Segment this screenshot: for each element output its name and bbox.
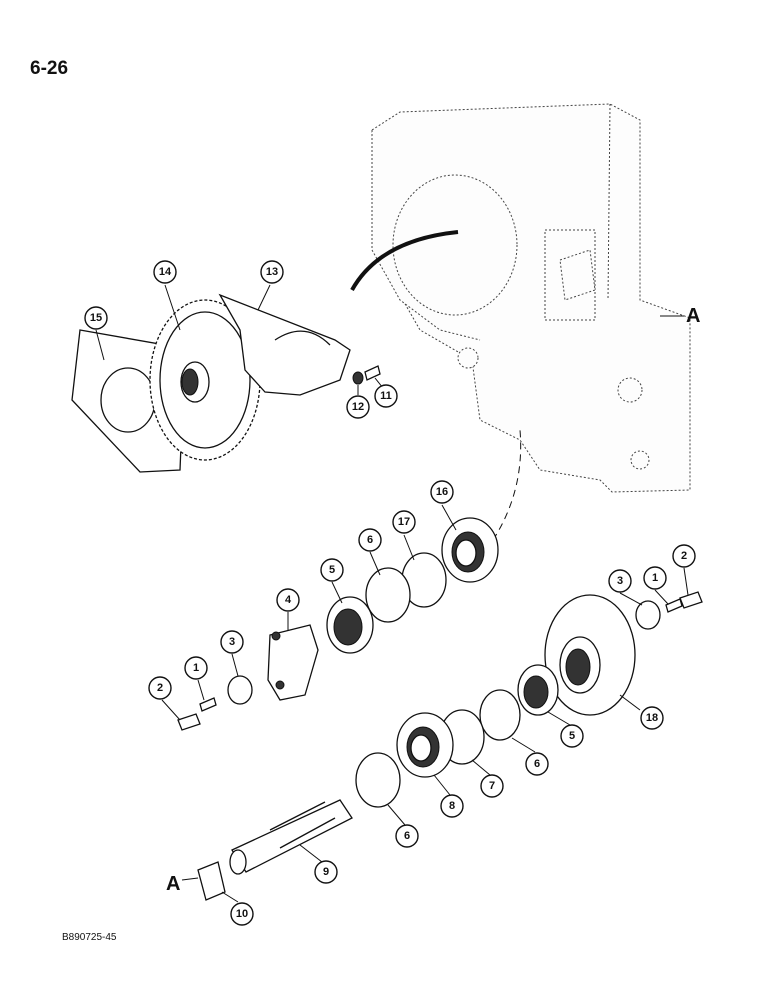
- page-number: 6-26: [30, 58, 69, 79]
- callout-10: 10: [230, 902, 254, 926]
- flange-housing-18: [544, 594, 636, 716]
- callout-11: 11: [374, 384, 398, 408]
- housing-seal-arc: [350, 230, 459, 291]
- svg-text:13: 13: [266, 266, 278, 278]
- svg-text:17: 17: [398, 516, 410, 528]
- svg-text:4: 4: [285, 594, 292, 606]
- callout-14: 14: [153, 260, 177, 284]
- svg-text:5: 5: [569, 730, 575, 742]
- yoke-4: [267, 624, 319, 701]
- svg-text:14: 14: [159, 266, 172, 278]
- reference-letter-a-lower: A: [166, 873, 180, 895]
- svg-text:6: 6: [367, 534, 373, 546]
- callout-6-middle: 6: [525, 752, 549, 776]
- callout-15: 15: [84, 306, 108, 330]
- callout-8: 8: [440, 794, 464, 818]
- callout-6-lower: 6: [395, 824, 419, 848]
- retainer-3-left: [227, 675, 253, 705]
- bearing-cage-13: [218, 293, 351, 396]
- lock-plate-2-left: [177, 713, 201, 731]
- svg-text:5: 5: [329, 564, 335, 576]
- svg-text:15: 15: [90, 312, 102, 324]
- svg-text:1: 1: [652, 572, 658, 584]
- svg-text:3: 3: [229, 636, 235, 648]
- reference-letter-a-lower-leader: [181, 877, 199, 881]
- svg-text:11: 11: [380, 390, 392, 402]
- callout-17: 17: [392, 510, 416, 534]
- callout-5-lower: 5: [560, 724, 584, 748]
- svg-text:18: 18: [646, 712, 658, 724]
- svg-text:16: 16: [436, 486, 448, 498]
- bolt-11: [364, 365, 381, 381]
- callout-2-left: 2: [148, 676, 172, 700]
- washer-12: [352, 371, 364, 385]
- callout-1-left: 1: [184, 656, 208, 680]
- callout-3-left: 3: [220, 630, 244, 654]
- callout-13: 13: [260, 260, 284, 284]
- svg-text:2: 2: [681, 550, 687, 562]
- svg-text:6: 6: [534, 758, 540, 770]
- svg-text:12: 12: [352, 401, 364, 413]
- callout-1-right: 1: [643, 566, 667, 590]
- snap-ring-6-middle: [479, 689, 521, 741]
- callout-4: 4: [276, 588, 300, 612]
- callout-6-upper: 6: [358, 528, 382, 552]
- bolt-1-right: [665, 598, 683, 613]
- bolt-1-left: [199, 697, 217, 712]
- callout-16: 16: [430, 480, 454, 504]
- snap-ring-6-lower: [355, 752, 401, 808]
- svg-text:8: 8: [449, 800, 455, 812]
- snap-ring-6-upper: [365, 567, 411, 623]
- bearing-16: [441, 517, 499, 583]
- callout-2-right: 2: [672, 544, 696, 568]
- sleeve-10: [197, 861, 226, 901]
- svg-text:2: 2: [157, 682, 163, 694]
- seal-5-upper: [326, 596, 374, 654]
- svg-text:9: 9: [323, 866, 329, 878]
- callout-12: 12: [346, 395, 370, 419]
- svg-text:3: 3: [617, 575, 623, 587]
- seal-5-lower: [517, 664, 559, 716]
- svg-text:1: 1: [193, 662, 199, 674]
- svg-text:10: 10: [236, 908, 248, 920]
- lock-plate-2-right: [679, 591, 703, 609]
- reference-letter-a-upper: A: [686, 305, 700, 327]
- output-shaft-9: [229, 799, 353, 875]
- svg-text:7: 7: [489, 780, 495, 792]
- retainer-3-right: [635, 600, 661, 630]
- transmission-housing: [371, 103, 691, 493]
- figure-code: B890725-45: [62, 932, 117, 943]
- callout-18: 18: [640, 706, 664, 730]
- callout-5-upper: 5: [320, 558, 344, 582]
- callout-9: 9: [314, 860, 338, 884]
- callout-3-right: 3: [608, 569, 632, 593]
- assembly-path-line: [492, 429, 522, 541]
- callout-leaders: [95, 284, 689, 903]
- svg-text:6: 6: [404, 830, 410, 842]
- bearing-8: [396, 712, 454, 778]
- callout-7: 7: [480, 774, 504, 798]
